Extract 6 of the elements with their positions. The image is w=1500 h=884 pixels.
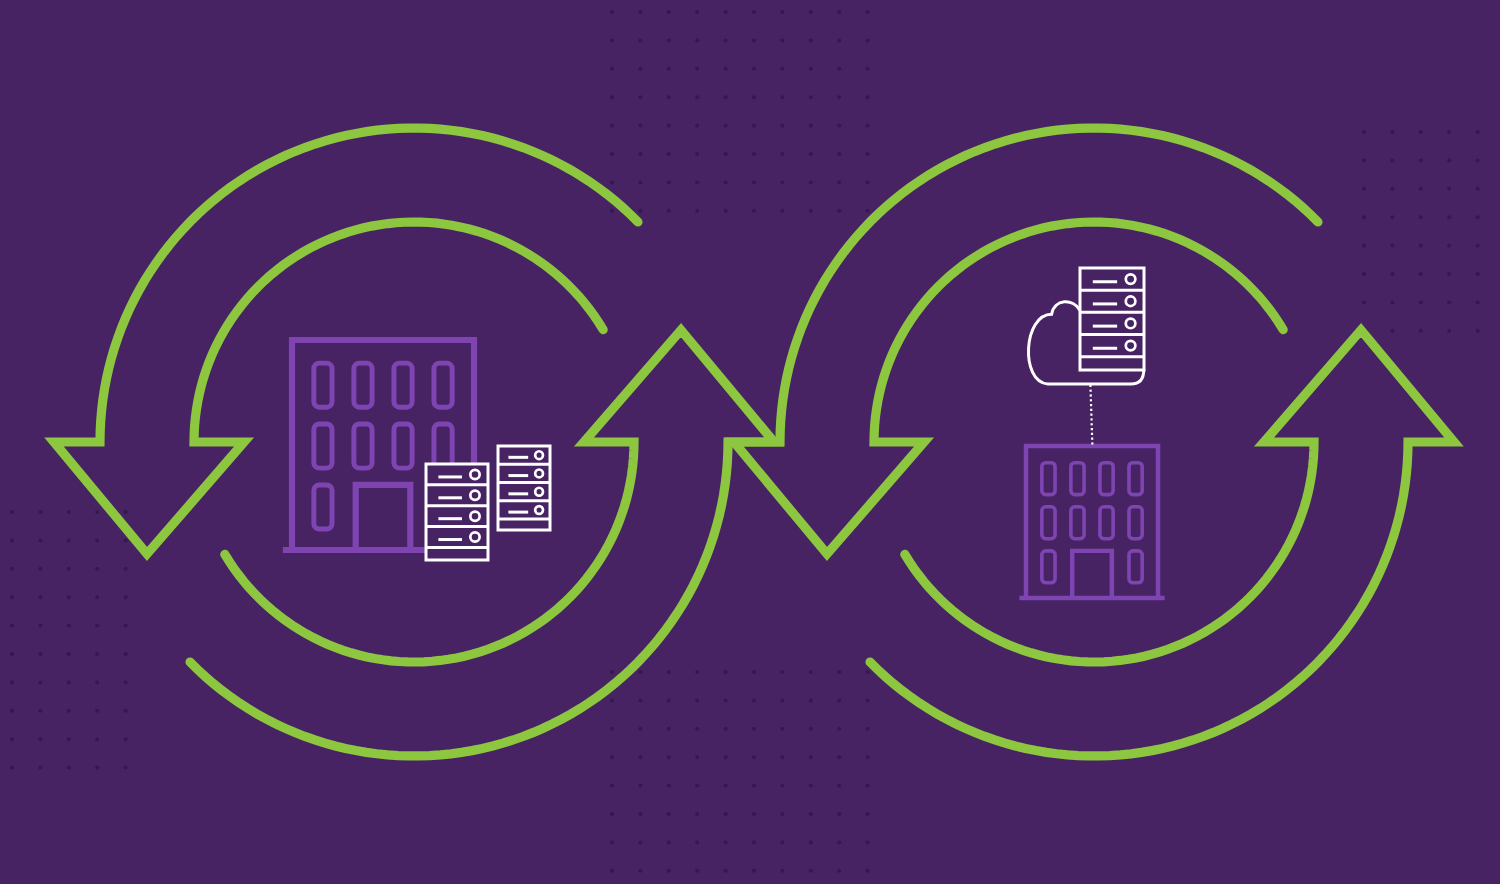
office-building bbox=[1019, 443, 1165, 601]
server-rack bbox=[496, 444, 552, 532]
dotted-connector bbox=[1089, 384, 1094, 447]
cloud-outline bbox=[1027, 300, 1146, 386]
server-rack bbox=[424, 462, 490, 562]
server-rack bbox=[1078, 266, 1146, 372]
